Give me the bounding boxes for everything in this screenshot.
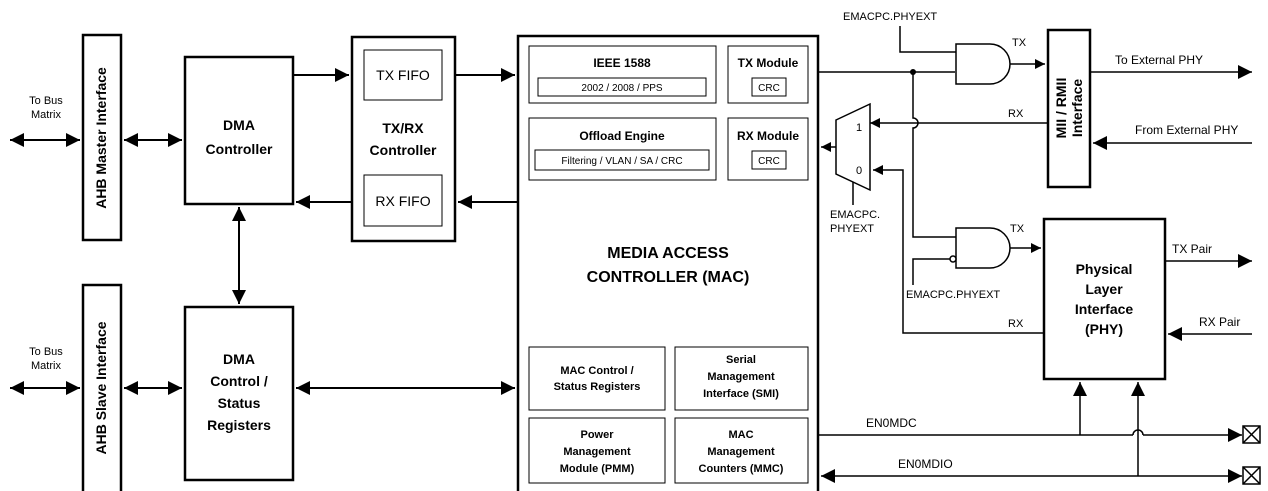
from-external-phy-label: From External PHY — [1135, 123, 1238, 137]
rx-label-1: RX — [1008, 108, 1024, 120]
phy-line3: Interface — [1075, 301, 1134, 317]
mii-rmii-interface-block — [1046, 28, 1092, 189]
mac-control-registers-box — [528, 346, 666, 411]
and-gate-upper — [955, 43, 1011, 85]
phy-line1: Physical — [1076, 261, 1133, 277]
mmc-line3: Counters (MMC) — [699, 463, 784, 475]
dma-controller-line1: DMA — [223, 117, 255, 133]
mux-input-0-label: 0 — [856, 165, 862, 177]
mac-ctrl-regs-line1: MAC Control / — [560, 365, 633, 377]
mii-rmii-line2: Interface — [1069, 79, 1085, 138]
pmm-box — [528, 417, 666, 484]
emacpc-phyext-mux-line1: EMACPC. — [830, 209, 880, 221]
dma-ctrl-line1: DMA — [223, 351, 255, 367]
to-external-phy-label: To External PHY — [1115, 53, 1203, 67]
txrx-controller-line1: TX/RX — [382, 120, 424, 136]
pmm-line3: Module (PMM) — [560, 463, 635, 475]
phy-block — [1042, 217, 1167, 381]
mii-rmii-line1: MII / RMII — [1053, 78, 1069, 139]
nand-inversion-bubble — [949, 255, 957, 263]
dma-ctrl-line2: Control / — [210, 373, 268, 389]
dma-ctrl-line4: Registers — [207, 417, 271, 433]
mdc-pin-icon — [1242, 425, 1261, 444]
rx-module-label: RX Module — [737, 129, 799, 143]
rx-module-box — [727, 117, 809, 181]
ahb-slave-interface-label: AHB Slave Interface — [93, 321, 109, 454]
tx-label-2: TX — [1010, 223, 1025, 235]
rx-mux — [835, 102, 871, 192]
rx-fifo-label: RX FIFO — [375, 193, 430, 209]
smi-line1: Serial — [726, 354, 756, 366]
mux-input-1-label: 1 — [856, 122, 862, 134]
mac-title-line2: CONTROLLER (MAC) — [587, 269, 750, 286]
dma-controller-line2: Controller — [206, 141, 273, 157]
offload-engine-box — [528, 117, 717, 181]
en0mdc-label: EN0MDC — [866, 416, 917, 430]
mac-ctrl-regs-line2: Status Registers — [554, 381, 641, 393]
offload-engine-label: Offload Engine — [579, 129, 665, 143]
pmm-line2: Management — [563, 446, 631, 458]
ieee1588-sub-box — [537, 77, 707, 97]
mmc-box — [674, 417, 809, 484]
rx-crc-box — [751, 150, 787, 170]
rx-pair-label: RX Pair — [1199, 315, 1240, 329]
tx-module-label: TX Module — [738, 56, 799, 70]
phyext-to-lower-gate — [912, 258, 950, 285]
mmc-line2: Management — [707, 446, 775, 458]
mac-title-line1: MEDIA ACCESS — [607, 245, 729, 262]
en0mdio-label: EN0MDIO — [898, 457, 953, 471]
tx-crc-label: CRC — [758, 83, 780, 94]
dma-control-status-block — [183, 305, 295, 482]
smi-line2: Management — [707, 371, 775, 383]
nand-gate-lower — [955, 227, 1011, 269]
to-bus-matrix-2-line2: Matrix — [31, 360, 61, 372]
offload-sub-box — [534, 149, 710, 171]
rx-crc-label: CRC — [758, 156, 780, 167]
mac-block — [516, 34, 820, 491]
phy-line2: Layer — [1085, 281, 1123, 297]
phy-rx-to-mux — [873, 165, 1044, 334]
ieee1588-sub-label: 2002 / 2008 / PPS — [581, 83, 663, 94]
ahb-slave-interface-block — [81, 283, 123, 491]
emacpc-phyext-mux-line2: PHYEXT — [830, 223, 874, 235]
emacpc-phyext-top-label: EMACPC.PHYEXT — [843, 11, 937, 23]
emacpc-phyext-bottom-label: EMACPC.PHYEXT — [906, 289, 1000, 301]
ahb-master-interface-label: AHB Master Interface — [93, 67, 109, 209]
tx-crc-box — [751, 77, 787, 97]
tx-fifo-box — [363, 49, 443, 101]
rx-fifo-box — [363, 174, 443, 227]
pmm-line1: Power — [580, 429, 614, 441]
tx-fifo-label: TX FIFO — [376, 67, 430, 83]
offload-sub-label: Filtering / VLAN / SA / CRC — [561, 156, 682, 167]
smi-line3: Interface (SMI) — [703, 388, 779, 400]
to-bus-matrix-1-line1: To Bus — [29, 95, 63, 107]
dma-ctrl-line3: Status — [218, 395, 261, 411]
tx-label-1: TX — [1012, 37, 1027, 49]
tx-pair-label: TX Pair — [1172, 242, 1212, 256]
mdio-pin-icon — [1242, 466, 1261, 485]
phyext-to-upper-gate — [899, 26, 956, 53]
txrx-controller-line2: Controller — [370, 142, 437, 158]
phy-line4: (PHY) — [1085, 321, 1123, 337]
to-bus-matrix-2-line1: To Bus — [29, 346, 63, 358]
tx-branch-down — [912, 72, 956, 238]
ahb-master-interface-block — [81, 33, 123, 242]
dma-controller-block — [183, 55, 295, 206]
rx-label-2: RX — [1008, 318, 1024, 330]
smi-box — [674, 346, 809, 411]
to-bus-matrix-1-line2: Matrix — [31, 109, 61, 121]
mmc-line1: MAC — [728, 429, 753, 441]
ieee1588-label: IEEE 1588 — [593, 56, 651, 70]
